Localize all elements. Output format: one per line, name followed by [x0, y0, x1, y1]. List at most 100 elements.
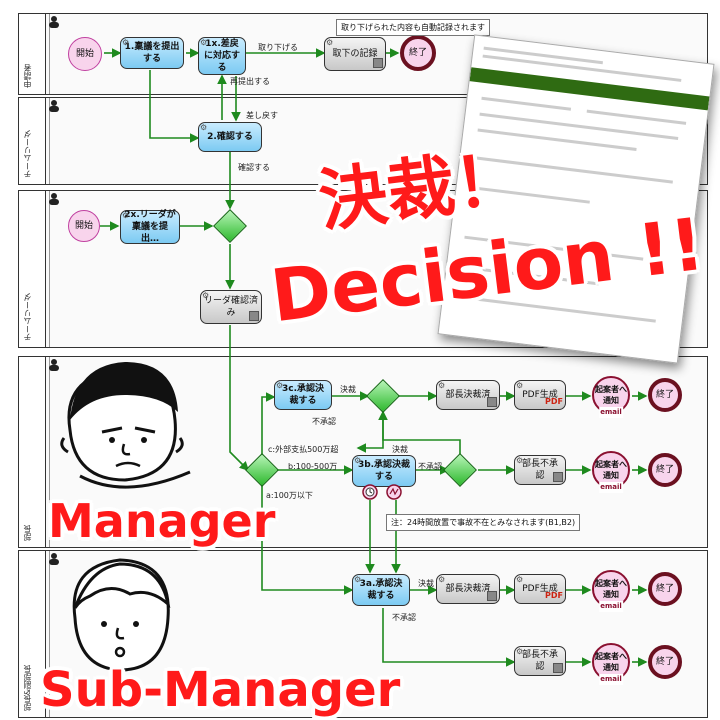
task-handle-return[interactable]: ⚙1x.差戻に対応する	[198, 37, 246, 75]
task-label: 3a.承認決裁する	[359, 579, 403, 601]
gear-icon: ⚙	[354, 575, 362, 584]
gear-icon: ⚙	[438, 381, 446, 390]
end-event[interactable]: 終了	[648, 378, 682, 412]
signal-icon	[386, 484, 402, 500]
email-mark: email	[599, 674, 623, 685]
task-label: 2.確認する	[207, 132, 253, 142]
table-icon	[553, 472, 563, 482]
task-label: 部長決裁済	[445, 584, 491, 594]
label-sub-manager: Sub-Manager	[40, 662, 401, 718]
task-label: 3c.承認決裁する	[281, 384, 325, 406]
notify-event[interactable]: 起案者へ通知 email	[592, 376, 630, 418]
task-leader-confirmed[interactable]: ⚙リーダ確認済み	[200, 290, 262, 324]
task-label: リーダ確認済み	[204, 296, 259, 318]
task-label: 部長不承認	[521, 650, 558, 672]
gear-icon: ⚙	[200, 38, 208, 47]
table-icon	[487, 591, 497, 601]
end-event[interactable]: 終了	[648, 645, 682, 679]
task-withdraw-record[interactable]: ⚙ 取下の記録	[324, 37, 386, 71]
label-decide: 決裁	[392, 445, 408, 454]
person-icon	[49, 553, 59, 565]
pdf-icon: PDF	[545, 397, 563, 406]
gear-icon: ⚙	[354, 456, 362, 465]
task-manager-reject[interactable]: ⚙部長不承認	[514, 455, 566, 485]
event-label: 起案者へ通知	[595, 460, 627, 480]
gear-icon: ⚙	[200, 123, 208, 132]
task-approve-3c[interactable]: ⚙3c.承認決裁する	[274, 380, 332, 410]
task-label: 3b.承認決裁する	[357, 460, 411, 482]
notify-event[interactable]: 起案者へ通知 email	[592, 643, 630, 685]
end-event[interactable]: 終了	[400, 35, 436, 71]
email-mark: email	[599, 407, 623, 418]
task-approve-3b[interactable]: ⚙3b.承認決裁する	[352, 455, 416, 487]
pdf-icon: PDF	[545, 591, 563, 600]
event-label: 起案者へ通知	[595, 385, 627, 405]
lane-label: 部長	[23, 525, 32, 541]
gear-icon: ⚙	[326, 38, 334, 47]
label-decide: 決裁	[340, 385, 356, 394]
task-label: 取下の記録	[332, 49, 378, 59]
label-withdraw: 取り下げる	[258, 43, 298, 52]
email-mark: email	[599, 601, 623, 612]
person-icon	[49, 359, 59, 371]
table-icon	[373, 58, 383, 68]
manager-face-icon	[60, 362, 191, 489]
person-icon	[49, 100, 59, 112]
label-cond-a: a:100万以下	[266, 491, 313, 500]
end-event[interactable]: 終了	[648, 453, 682, 487]
start-event[interactable]: 開始	[68, 210, 100, 242]
gear-icon: ⚙	[122, 211, 130, 220]
label-cond-b: b:100-500万	[288, 462, 338, 471]
task-label: 部長決裁済	[445, 390, 491, 400]
event-label: 起案者へ通知	[595, 579, 627, 599]
event-label: 起案者へ通知	[595, 652, 627, 672]
label-confirm: 確認する	[238, 163, 270, 172]
task-approve-3a[interactable]: ⚙3a.承認決裁する	[352, 574, 410, 606]
label-manager: Manager	[48, 494, 276, 548]
gear-icon: ⚙	[516, 575, 524, 584]
task-leader-submit[interactable]: ⚙2x.リーダが稟議を提出…	[120, 210, 180, 244]
task-label: PDF生成	[522, 390, 558, 400]
lane-label: チームリーダ	[23, 293, 32, 341]
task-label: 部長不承認	[521, 459, 558, 481]
lane-label: 申請者	[23, 64, 32, 88]
note-withdraw: 取り下げられた内容も自動記録されます	[336, 19, 490, 36]
label-reject: 不承認	[418, 462, 442, 471]
gear-icon: ⚙	[516, 456, 524, 465]
timer-icon	[362, 484, 378, 500]
label-resubmit: 再提出する	[230, 77, 270, 86]
gear-icon: ⚙	[438, 575, 446, 584]
task-manager-approved[interactable]: ⚙部長決裁済	[436, 574, 500, 604]
label-return: 差し戻す	[246, 111, 278, 120]
person-icon	[49, 16, 59, 28]
gear-icon: ⚙	[122, 38, 130, 47]
table-icon	[553, 663, 563, 673]
end-event[interactable]: 終了	[648, 572, 682, 606]
task-manager-approved[interactable]: ⚙部長決裁済	[436, 380, 500, 410]
gear-icon: ⚙	[276, 381, 284, 390]
table-icon	[487, 397, 497, 407]
gear-icon: ⚙	[202, 291, 210, 300]
label-cond-c: c:外部支払500万超	[268, 445, 339, 454]
lane-label: 部長&副部長	[23, 664, 32, 711]
start-event[interactable]: 開始	[68, 37, 102, 71]
label-reject: 不承認	[312, 417, 336, 426]
notify-event[interactable]: 起案者へ通知 email	[592, 570, 630, 612]
sub-manager-face-icon	[72, 558, 171, 672]
label-decide: 決裁	[418, 579, 434, 588]
task-label: PDF生成	[522, 584, 558, 594]
note-timeout: 注：24時間放置で事故不在とみなされます(B1,B2)	[386, 514, 581, 531]
task-label: 2x.リーダが稟議を提出…	[124, 210, 176, 244]
gear-icon: ⚙	[516, 647, 524, 656]
task-manager-reject[interactable]: ⚙部長不承認	[514, 646, 566, 676]
task-submit-proposal[interactable]: ⚙1.稟議を提出する	[120, 37, 184, 69]
label-reject: 不承認	[392, 613, 416, 622]
task-label: 1x.差戻に対応する	[203, 39, 240, 73]
person-icon	[49, 193, 59, 205]
task-confirm[interactable]: ⚙2.確認する	[198, 122, 262, 152]
lane-label: チームリーダ	[23, 130, 32, 178]
